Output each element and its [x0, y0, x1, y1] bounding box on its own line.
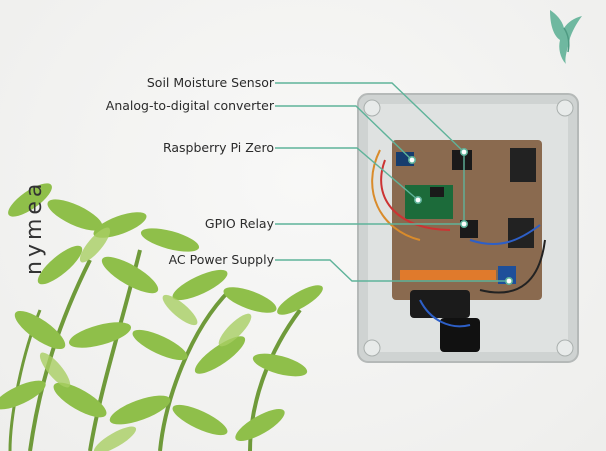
- callout-analog-to-digital-converter: Analog-to-digital converter: [105, 98, 274, 113]
- enclosure-box: [357, 93, 579, 363]
- leader-raspberry-pi: [275, 147, 419, 201]
- leader-soil-moisture-sensor: [275, 82, 465, 224]
- brand-wordmark: nymea: [22, 179, 47, 275]
- callout-dots: [407, 148, 513, 285]
- callout-gpio-relay: GPIO Relay: [204, 216, 274, 231]
- leader-adc: [275, 105, 413, 161]
- callout-ac-power-supply: AC Power Supply: [168, 252, 274, 267]
- callout-soil-moisture-sensor: Soil Moisture Sensor: [146, 75, 274, 90]
- bird-icon: [550, 10, 582, 64]
- plant-illustration: [0, 183, 323, 451]
- callout-raspberry-pi-zero: Raspberry Pi Zero: [162, 140, 274, 155]
- leader-ac-power-supply: [275, 259, 509, 282]
- leader-lines: [275, 82, 509, 282]
